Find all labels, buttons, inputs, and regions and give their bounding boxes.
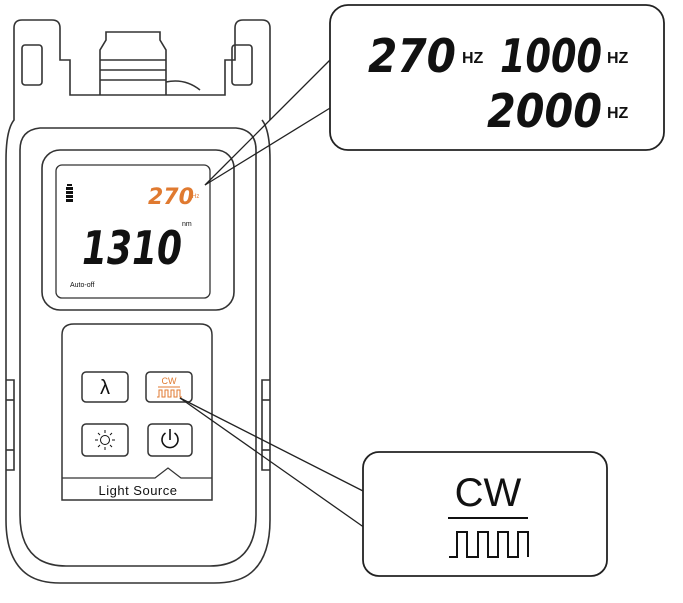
fiber-adapter [99,31,167,95]
sun-icon [95,430,115,450]
callout-unit-2000: HZ [607,105,629,122]
display-wavelength-unit: nm [182,221,192,228]
power-icon [161,429,179,449]
backlight-button[interactable] [81,423,129,457]
lambda-button[interactable]: λ [81,371,129,403]
power-button[interactable] [147,423,193,457]
leader-lines [179,54,366,529]
display-frequency: 270 [148,185,194,210]
cw-button-label: CW [162,376,177,386]
cw-button-square-wave-icon [157,389,182,398]
callout-square-wave-icon [449,531,529,558]
callout-unit-1000: HZ [607,50,629,67]
device-inner-shell [19,127,257,567]
callout-frequency-1000: 1000 [500,29,602,83]
battery-icon [66,184,73,202]
lambda-button-label: λ [100,377,110,399]
callout-unit-270: HZ [462,50,484,67]
keypad-panel [61,323,213,501]
device-outer-shell [5,28,271,584]
display-wavelength: 1310 [82,221,182,275]
cw-button[interactable]: CW [145,371,193,403]
leader-line-cw-2 [179,397,366,529]
display-frequency-unit: Hz [192,194,199,200]
cw-callout: CW [362,451,608,577]
frequency-callout: 270 HZ 1000 HZ 2000 HZ [329,4,665,151]
leader-line-cw-1 [179,397,366,493]
callout-frequency-2000: 2000 [487,84,602,138]
leader-line-frequency-1 [204,54,336,186]
connector-housing [13,19,271,120]
device-label: Light Source [99,483,178,498]
callout-frequency-270: 270 [368,29,456,83]
leader-line-frequency-2 [204,104,336,186]
light-source-device [5,19,271,584]
callout-cw-label: CW [455,471,522,515]
lcd-screen: 270 Hz 1310 nm Auto-off [41,149,235,311]
display-auto-off: Auto-off [70,282,94,289]
